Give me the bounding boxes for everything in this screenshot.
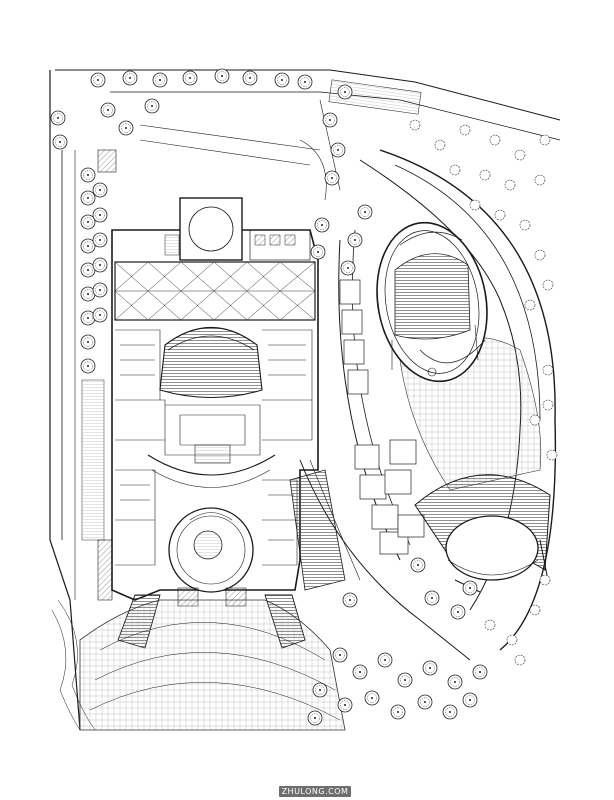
watermark-label: ZHULONG.COM: [279, 786, 351, 797]
west-terrain: [51, 599, 96, 731]
amphitheatre-stage: [445, 515, 539, 581]
west-boundary: [49, 70, 117, 731]
entrance-plaza: [79, 599, 346, 731]
main-auditorium-seating: [159, 327, 263, 398]
small-theatre: [376, 221, 488, 383]
small-theatre-seating: [394, 253, 471, 340]
crosswalk: [97, 149, 117, 173]
central-walkway: [289, 229, 471, 661]
north-road: [55, 69, 561, 201]
outdoor-amphitheatre: [414, 474, 551, 593]
stage-house: [179, 197, 243, 261]
theatre-building: [111, 197, 319, 649]
